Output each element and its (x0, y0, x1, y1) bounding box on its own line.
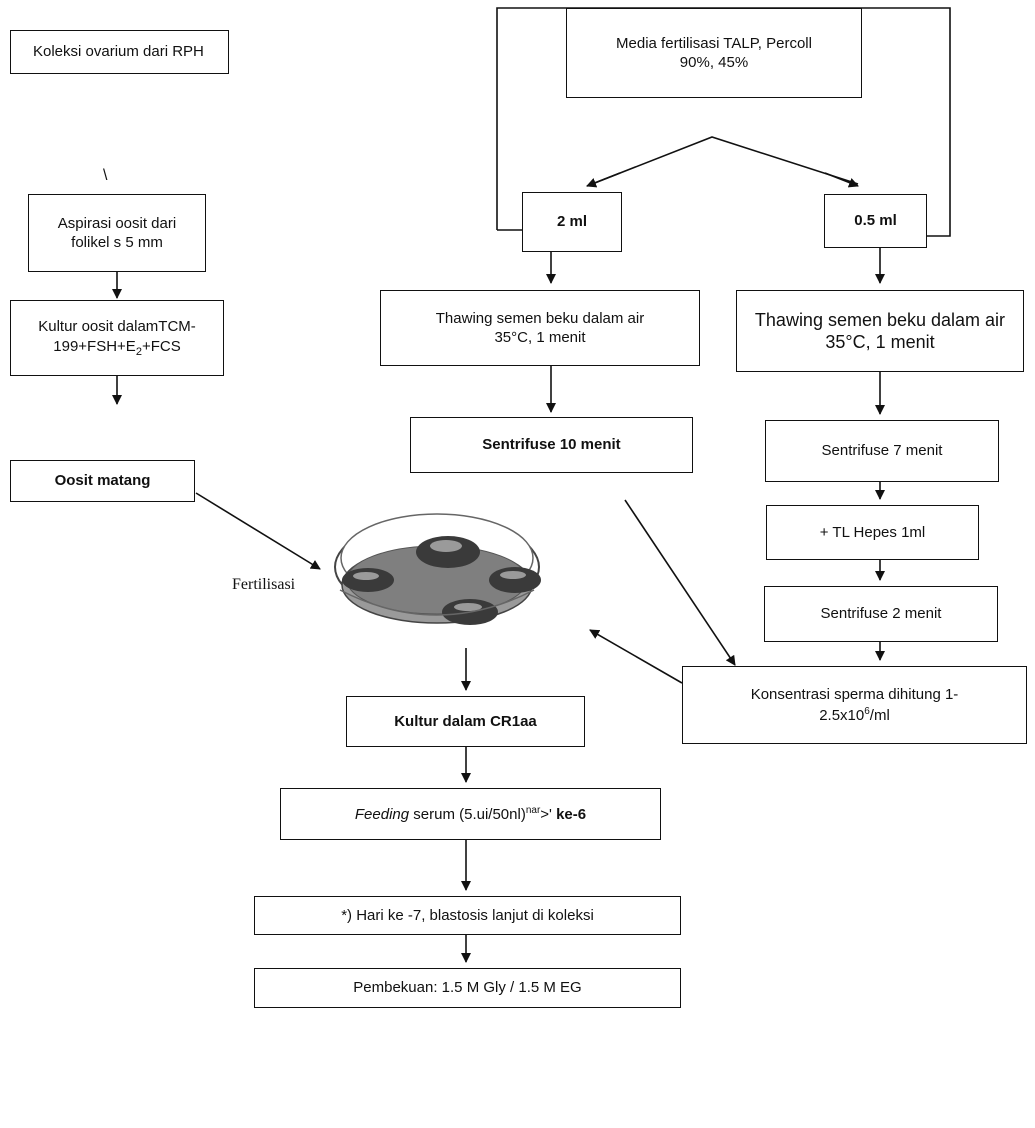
step-tl-hepes: + TL Hepes 1ml (766, 505, 979, 560)
step-pembekuan-text: Pembekuan: 1.5 M Gly / 1.5 M EG (353, 979, 582, 997)
split-lines (586, 136, 859, 187)
step-volume-05ml: 0.5 ml (824, 194, 927, 248)
step-koleksi-text: Koleksi ovarium dari RPH (33, 43, 204, 61)
step-sentrifuse-2: Sentrifuse 2 menit (764, 586, 998, 642)
step-pembekuan: Pembekuan: 1.5 M Gly / 1.5 M EG (254, 968, 681, 1008)
step-thawing-05ml: Thawing semen beku dalam air 35°C, 1 men… (736, 290, 1024, 372)
step-sentrifuse-10: Sentrifuse 10 menit (410, 417, 693, 473)
step-media-text: Media fertilisasi TALP, Percoll 90%, 45% (616, 34, 812, 72)
drop-right (489, 567, 541, 593)
label-fertilisasi: Fertilisasi (232, 576, 296, 593)
konsentrasi-superscript: 6 (864, 705, 870, 717)
kultur-oosit-subscript: 2 (135, 345, 142, 358)
step-thawing-2ml-text: Thawing semen beku dalam air 35°C, 1 men… (435, 309, 645, 347)
step-sentrifuse-7: Sentrifuse 7 menit (765, 420, 999, 482)
petri-dish-illustration (334, 513, 541, 625)
step-konsentrasi-text: Konsentrasi sperma dihitung 1- 2.5x106/m… (751, 685, 959, 725)
step-feeding-text: Feeding serum (5.ui/50nl)nar>' ke-6 (355, 804, 586, 825)
arrow-split-right (824, 172, 859, 188)
arrow-sentrifuse10-to-konsentrasi (624, 499, 736, 666)
step-koleksi-ovarium: Koleksi ovarium dari RPH (10, 30, 229, 74)
step-hari-ke7-text: *) Hari ke -7, blastosis lanjut di kolek… (341, 906, 594, 924)
feeding-symbol: >' (540, 805, 557, 823)
konsentrasi-line2: 2.5x10 (819, 706, 865, 724)
step-thawing-05ml-text: Thawing semen beku dalam air 35°C, 1 men… (754, 309, 1006, 353)
step-tl-hepes-text: + TL Hepes 1ml (819, 523, 926, 541)
step-kultur-oosit-text: Kultur oosit dalamTCM- 199+FSH+E2+FCS (38, 317, 196, 359)
arrow-matang-to-dish (195, 492, 321, 570)
step-konsentrasi-sperma: Konsentrasi sperma dihitung 1- 2.5x106/m… (682, 666, 1027, 744)
stray-mark: \ (103, 167, 108, 184)
feeding-superscript: nar (525, 804, 541, 816)
step-kultur-oosit: Kultur oosit dalamTCM- 199+FSH+E2+FCS (10, 300, 224, 376)
kultur-oosit-line2-end: +FCS (141, 337, 181, 355)
step-oosit-matang-text: Oosit matang (54, 472, 151, 490)
step-media-fertilisasi: Media fertilisasi TALP, Percoll 90%, 45% (566, 8, 862, 98)
feeding-italic: Feeding (354, 805, 410, 823)
step-hari-ke7: *) Hari ke -7, blastosis lanjut di kolek… (254, 896, 681, 935)
feeding-serum: serum (5.ui/50nl) (409, 805, 526, 823)
kultur-oosit-line1: Kultur oosit dalamTCM- (38, 318, 196, 336)
konsentrasi-line2-end: /ml (869, 706, 890, 724)
kultur-oosit-line2: 199+FSH+E (53, 337, 136, 355)
step-aspirasi-text: Aspirasi oosit dari folikel s 5 mm (57, 214, 177, 252)
arrow-konsentrasi-to-dish (589, 629, 683, 684)
arrow-split-left (586, 172, 621, 188)
step-thawing-2ml: Thawing semen beku dalam air 35°C, 1 men… (380, 290, 700, 366)
step-volume-2ml-text: 2 ml (556, 213, 587, 231)
konsentrasi-line1: Konsentrasi sperma dihitung 1- (750, 686, 959, 703)
step-kultur-cr1aa-text: Kultur dalam CR1aa (394, 712, 537, 730)
step-feeding-serum: Feeding serum (5.ui/50nl)nar>' ke-6 (280, 788, 661, 840)
media-loop (496, 7, 951, 237)
step-sentrifuse-7-text: Sentrifuse 7 menit (821, 442, 943, 460)
step-volume-05ml-text: 0.5 ml (854, 212, 897, 230)
step-volume-2ml: 2 ml (522, 192, 622, 252)
feeding-ke6: ke-6 (556, 805, 587, 823)
step-aspirasi-oosit: Aspirasi oosit dari folikel s 5 mm (28, 194, 206, 272)
step-oosit-matang: Oosit matang (10, 460, 195, 502)
step-kultur-cr1aa: Kultur dalam CR1aa (346, 696, 585, 747)
step-sentrifuse-2-text: Sentrifuse 2 menit (820, 605, 942, 623)
drop-left (342, 568, 394, 592)
step-sentrifuse-10-text: Sentrifuse 10 menit (482, 436, 621, 454)
